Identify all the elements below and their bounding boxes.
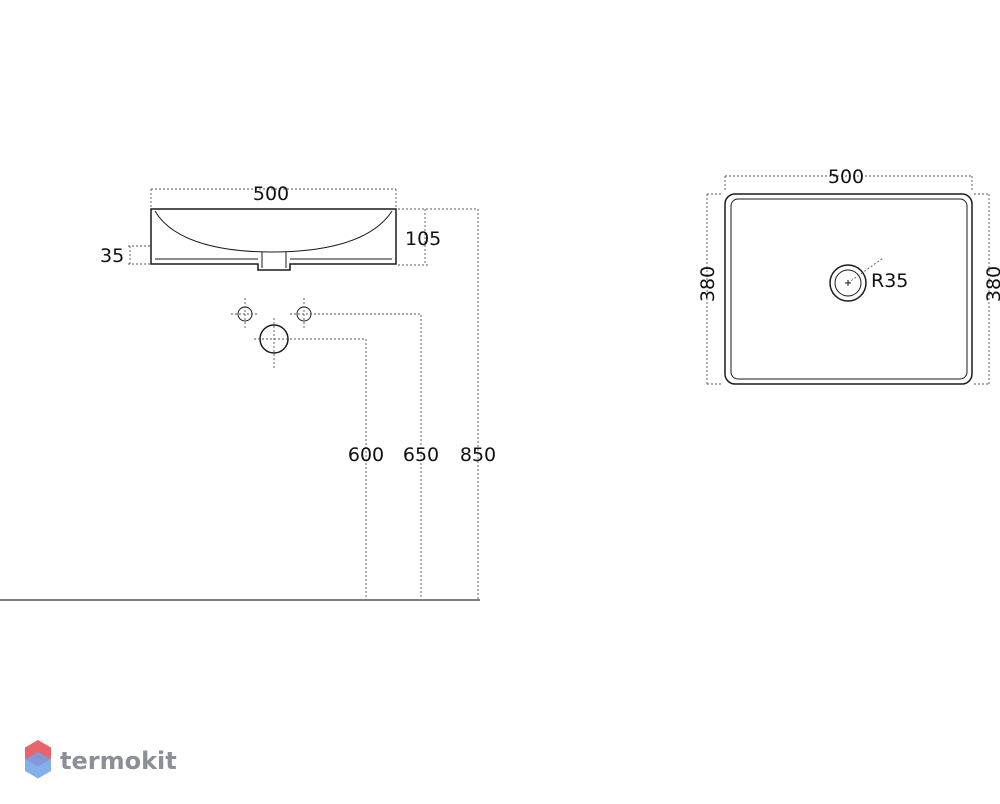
basin-bowl-curve <box>154 210 393 253</box>
basin-top-inner <box>730 198 968 380</box>
rim-height-label: 35 <box>100 245 124 267</box>
drain-top-inner <box>834 269 862 297</box>
top-width-dimension-line <box>724 175 973 192</box>
top-depth-left-label: 380 <box>697 266 719 302</box>
top-depth-right-dimension-line <box>974 193 990 385</box>
side-width-dimension-line <box>150 188 397 207</box>
tap-right-centerlines <box>290 298 318 328</box>
side-view: 500 105 35 600 650 850 <box>0 183 496 601</box>
drain-radius-leader <box>847 257 884 284</box>
height-850-label: 850 <box>460 444 496 466</box>
basin-top-outer <box>724 193 973 385</box>
top-view: R35 500 380 380 <box>697 166 1000 385</box>
tap-left-centerlines <box>231 298 259 328</box>
top-depth-right-label: 380 <box>983 266 1000 302</box>
height-650-label: 650 <box>403 444 439 466</box>
height-600-label: 600 <box>348 444 384 466</box>
basin-side-outline <box>150 208 397 271</box>
top-depth-left-dimension-line <box>706 193 723 385</box>
bowl-height-dimension-line <box>398 208 430 266</box>
drain-pipe-centerlines <box>254 318 294 368</box>
rim-height-dimension-line <box>128 245 150 265</box>
brand-logo: termokit <box>25 740 177 779</box>
logo-hexagon-bottom <box>25 752 51 779</box>
bowl-height-label: 105 <box>405 228 441 250</box>
height-850-dimension-line <box>430 208 479 599</box>
drain-top-outer <box>829 264 867 302</box>
top-width-label: 500 <box>828 166 864 188</box>
height-600-dimension-line <box>294 338 367 599</box>
drain-outlet <box>261 252 287 268</box>
side-width-label: 500 <box>253 183 289 205</box>
height-650-dimension-line <box>318 313 422 599</box>
drain-radius-label: R35 <box>871 270 908 292</box>
logo-wordmark: termokit <box>60 747 177 775</box>
